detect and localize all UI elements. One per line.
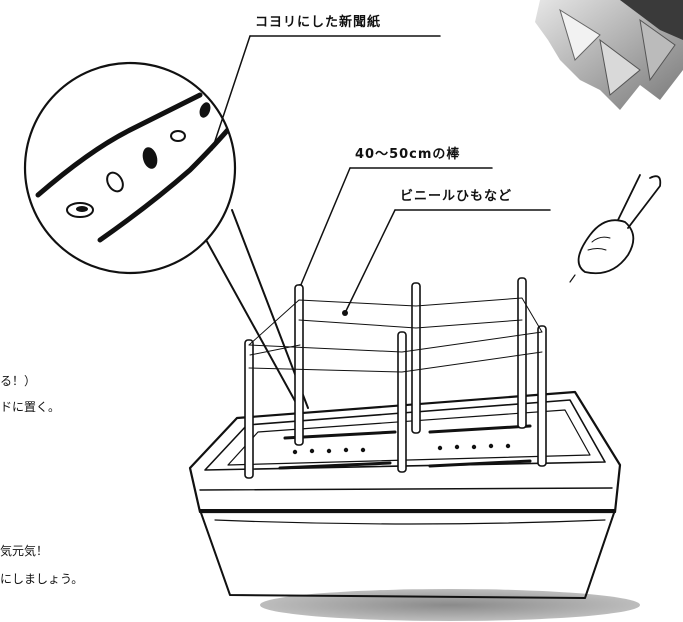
side-instructions: る！） ドに置く。 気元気！ にしましょう。 xyxy=(0,374,83,586)
side-text-3: 気元気！ xyxy=(0,543,48,558)
magnifier-lens xyxy=(23,61,309,411)
vinyl-strings xyxy=(248,297,543,373)
stakes xyxy=(244,277,547,479)
sunflower-image xyxy=(535,0,683,110)
planter-shadow xyxy=(260,589,640,621)
label-newspaper-twist: コヨリにした新聞紙 xyxy=(255,14,381,30)
trowel-icon xyxy=(569,174,662,283)
side-text-1: る！） xyxy=(0,374,36,388)
seeds xyxy=(66,102,211,218)
label-stick: 40～50cmの棒 xyxy=(355,146,460,162)
label-vinyl-group: ビニールひもなど xyxy=(342,188,551,316)
label-stick-group: 40～50cmの棒 xyxy=(297,146,493,290)
side-text-4: にしましょう。 xyxy=(0,572,83,586)
label-newspaper-group: コヨリにした新聞紙 xyxy=(211,14,441,151)
side-text-2: ドに置く。 xyxy=(0,400,60,414)
label-vinyl-string: ビニールひもなど xyxy=(400,188,512,204)
